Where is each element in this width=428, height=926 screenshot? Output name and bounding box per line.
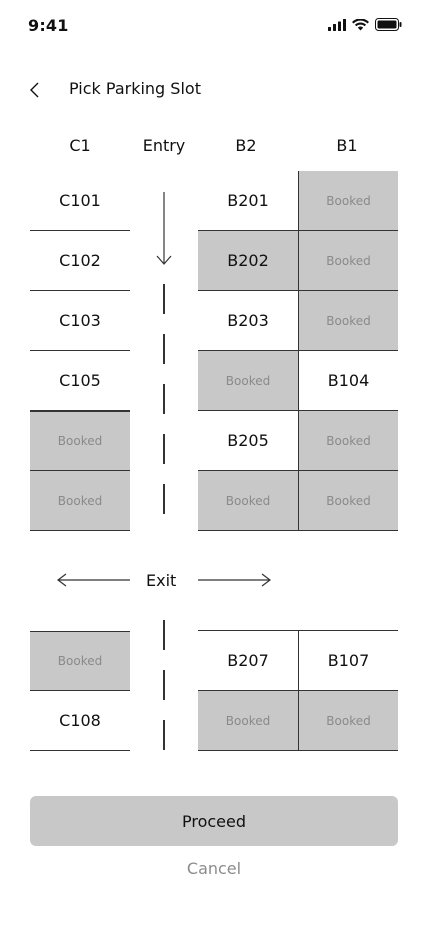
wifi-icon (352, 16, 369, 35)
slot-booked: Booked (298, 291, 398, 351)
column-header-b1: B1 (336, 136, 358, 155)
arrow-right-icon (198, 573, 271, 587)
divider (198, 630, 398, 631)
slot-b107[interactable]: B107 (298, 631, 398, 691)
column-header-entry: Entry (142, 136, 186, 155)
chevron-left-icon (30, 82, 39, 98)
exit-label: Exit (146, 571, 177, 590)
slot-c102[interactable]: C102 (30, 231, 130, 291)
slot-c103[interactable]: C103 (30, 291, 130, 351)
column-header-c1: C1 (69, 136, 91, 155)
slot-booked: Booked (298, 171, 398, 231)
slot-c101[interactable]: C101 (30, 171, 130, 231)
slot-b202: B202 (198, 231, 298, 291)
slot-b203[interactable]: B203 (198, 291, 298, 351)
arrow-left-icon (57, 573, 130, 587)
slot-booked: Booked (30, 631, 130, 691)
lane-dash (163, 434, 165, 464)
lane-dash (163, 484, 165, 514)
slot-b207[interactable]: B207 (198, 631, 298, 691)
slot-booked: Booked (30, 411, 130, 471)
slot-b201[interactable]: B201 (198, 171, 298, 231)
column-header-b2: B2 (235, 136, 257, 155)
back-button[interactable] (26, 80, 46, 100)
battery-icon (375, 16, 402, 35)
page-title: Pick Parking Slot (69, 79, 201, 98)
lane-dash (163, 334, 165, 364)
lane-dash (163, 284, 165, 314)
cellular-signal-icon (328, 16, 346, 35)
status-time: 9:41 (28, 16, 69, 35)
proceed-button[interactable]: Proceed (30, 796, 398, 846)
slot-c105[interactable]: C105 (30, 351, 130, 411)
lane-dash (163, 620, 165, 650)
lane-dash (163, 720, 165, 750)
slot-booked: Booked (298, 691, 398, 751)
slot-c108[interactable]: C108 (30, 691, 130, 751)
slot-booked: Booked (30, 471, 130, 531)
arrow-down-icon (156, 192, 172, 265)
slot-booked: Booked (298, 231, 398, 291)
slot-booked: Booked (298, 471, 398, 531)
slot-booked: Booked (198, 691, 298, 751)
cancel-button[interactable]: Cancel (186, 859, 242, 878)
slot-booked: Booked (198, 351, 298, 411)
slot-b104[interactable]: B104 (298, 351, 398, 411)
slot-booked: Booked (298, 411, 398, 471)
status-icons (328, 16, 402, 35)
slot-b205[interactable]: B205 (198, 411, 298, 471)
slot-booked: Booked (198, 471, 298, 531)
lane-dash (163, 384, 165, 414)
lane-dash (163, 670, 165, 700)
